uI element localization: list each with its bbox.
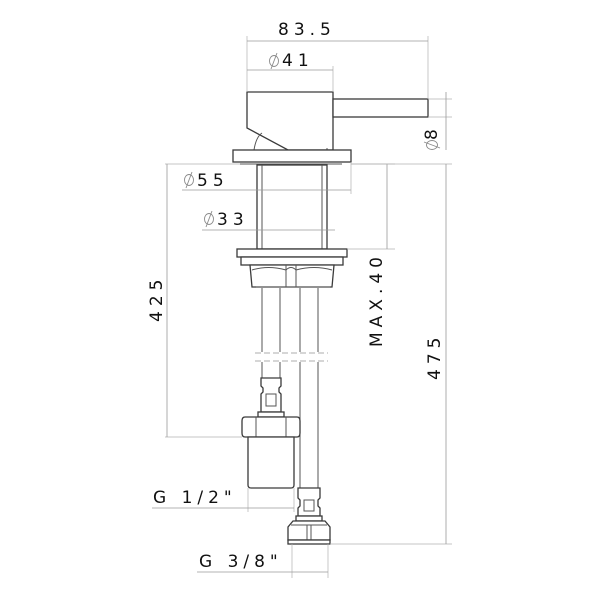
- phi-icon: [269, 55, 279, 67]
- phi-icon: [204, 213, 214, 225]
- dim-overall-width: 83.5: [246, 20, 429, 99]
- mixer-body: [232, 91, 429, 545]
- washer-top: [236, 248, 348, 258]
- lever-rod: [332, 98, 429, 118]
- phi-icon: [184, 174, 194, 186]
- body-cylinder: [256, 164, 328, 250]
- outlet-thread-label: G 3/8": [199, 552, 283, 572]
- inlet-hex: [241, 416, 301, 438]
- lock-nut: [249, 264, 335, 288]
- hose-crimp-right: [297, 487, 321, 517]
- dim-outlet-thread: G 3/8": [197, 544, 329, 578]
- inlet-thread-label: G 1/2": [153, 488, 237, 508]
- dim-max-deck: MAX.40: [347, 163, 395, 347]
- dim-height-to-flange: 425: [147, 163, 242, 438]
- body-diameter-label: 33: [217, 210, 249, 230]
- overall-height-label: 475: [425, 333, 445, 380]
- overall-width-label: 83.5: [278, 20, 336, 40]
- phi-icon: [426, 140, 438, 150]
- handle-diameter-label: 41: [282, 51, 314, 71]
- max-deck-label: MAX.40: [367, 252, 387, 347]
- hose-crimp-left: [260, 377, 282, 413]
- dim-body-diameter: 33: [202, 210, 335, 231]
- lever-diameter-label: 8: [422, 124, 442, 140]
- dim-lever-diameter: 8: [422, 92, 452, 150]
- outlet-nut: [287, 520, 331, 541]
- handle-curve: [253, 132, 263, 151]
- handle-block: [246, 91, 334, 151]
- dim-handle-diameter: 41: [247, 51, 334, 92]
- dim-overall-height: 475: [330, 163, 452, 545]
- dim-flange-diameter: 55: [182, 162, 352, 194]
- height-to-flange-label: 425: [147, 275, 167, 322]
- top-flange: [232, 149, 352, 163]
- inlet-tail: [247, 436, 295, 489]
- flange-diameter-label: 55: [197, 171, 229, 191]
- washer: [240, 256, 344, 266]
- dim-inlet-thread: G 1/2": [152, 488, 295, 512]
